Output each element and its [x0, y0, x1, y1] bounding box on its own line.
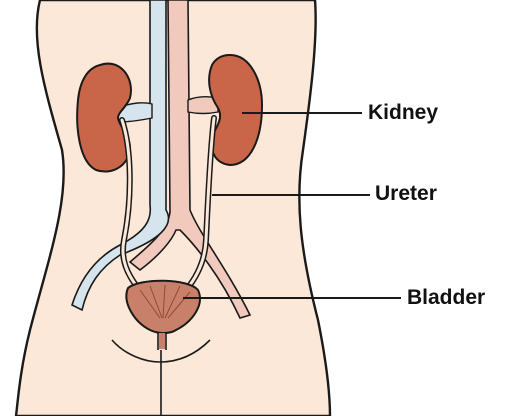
- bladder-label: Bladder: [407, 287, 485, 308]
- kidney-label: Kidney: [368, 102, 438, 123]
- ureter-label: Ureter: [375, 183, 437, 204]
- urethra-fill: [159, 333, 165, 349]
